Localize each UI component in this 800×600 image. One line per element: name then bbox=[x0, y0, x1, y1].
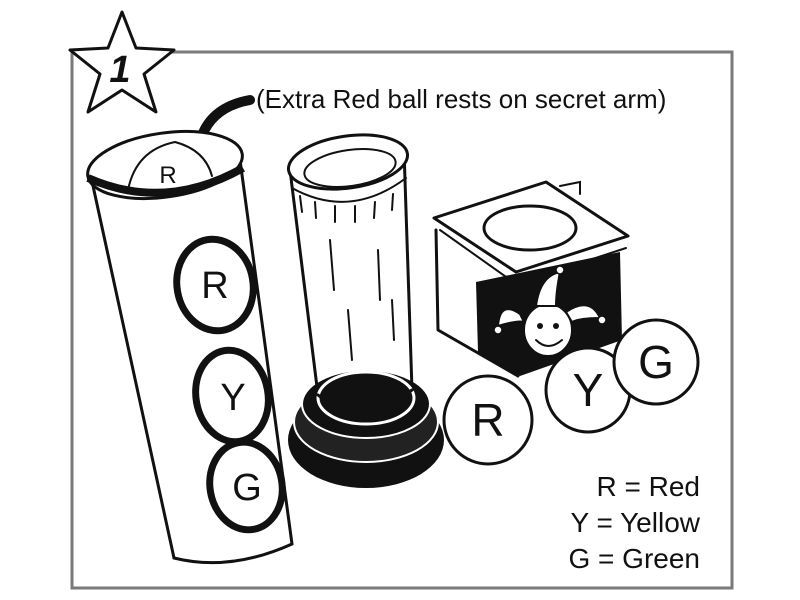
loose-ball-label: G bbox=[638, 336, 674, 388]
loose-ball-r: R bbox=[442, 374, 534, 466]
tube-ball-g: G bbox=[206, 438, 286, 534]
tube-ball-r: R bbox=[173, 235, 257, 335]
tube-ball-y: Y bbox=[192, 346, 272, 446]
step-badge: 1 bbox=[68, 10, 176, 114]
jester-icon bbox=[493, 265, 607, 357]
jester-box bbox=[432, 180, 630, 378]
legend-item: Y = Yellow bbox=[571, 507, 701, 538]
tube-ball-label: Y bbox=[220, 377, 245, 419]
tube-ball-label: G bbox=[232, 467, 262, 509]
clear-cylinder bbox=[286, 133, 444, 488]
legend-item: G = Green bbox=[568, 543, 700, 574]
legend: R = Red Y = Yellow G = Green bbox=[568, 471, 700, 574]
loose-ball-label: R bbox=[471, 394, 504, 446]
legend-item: R = Red bbox=[597, 471, 701, 502]
loose-ball-label: Y bbox=[573, 364, 604, 416]
star-icon bbox=[68, 10, 176, 114]
annotation-text: (Extra Red ball rests on secret arm) bbox=[256, 84, 666, 114]
step-number: 1 bbox=[109, 49, 130, 91]
tube-ball-label: R bbox=[201, 265, 228, 307]
loose-ball-g: G bbox=[612, 318, 700, 406]
tube-top-ball-letter: R bbox=[159, 162, 176, 189]
